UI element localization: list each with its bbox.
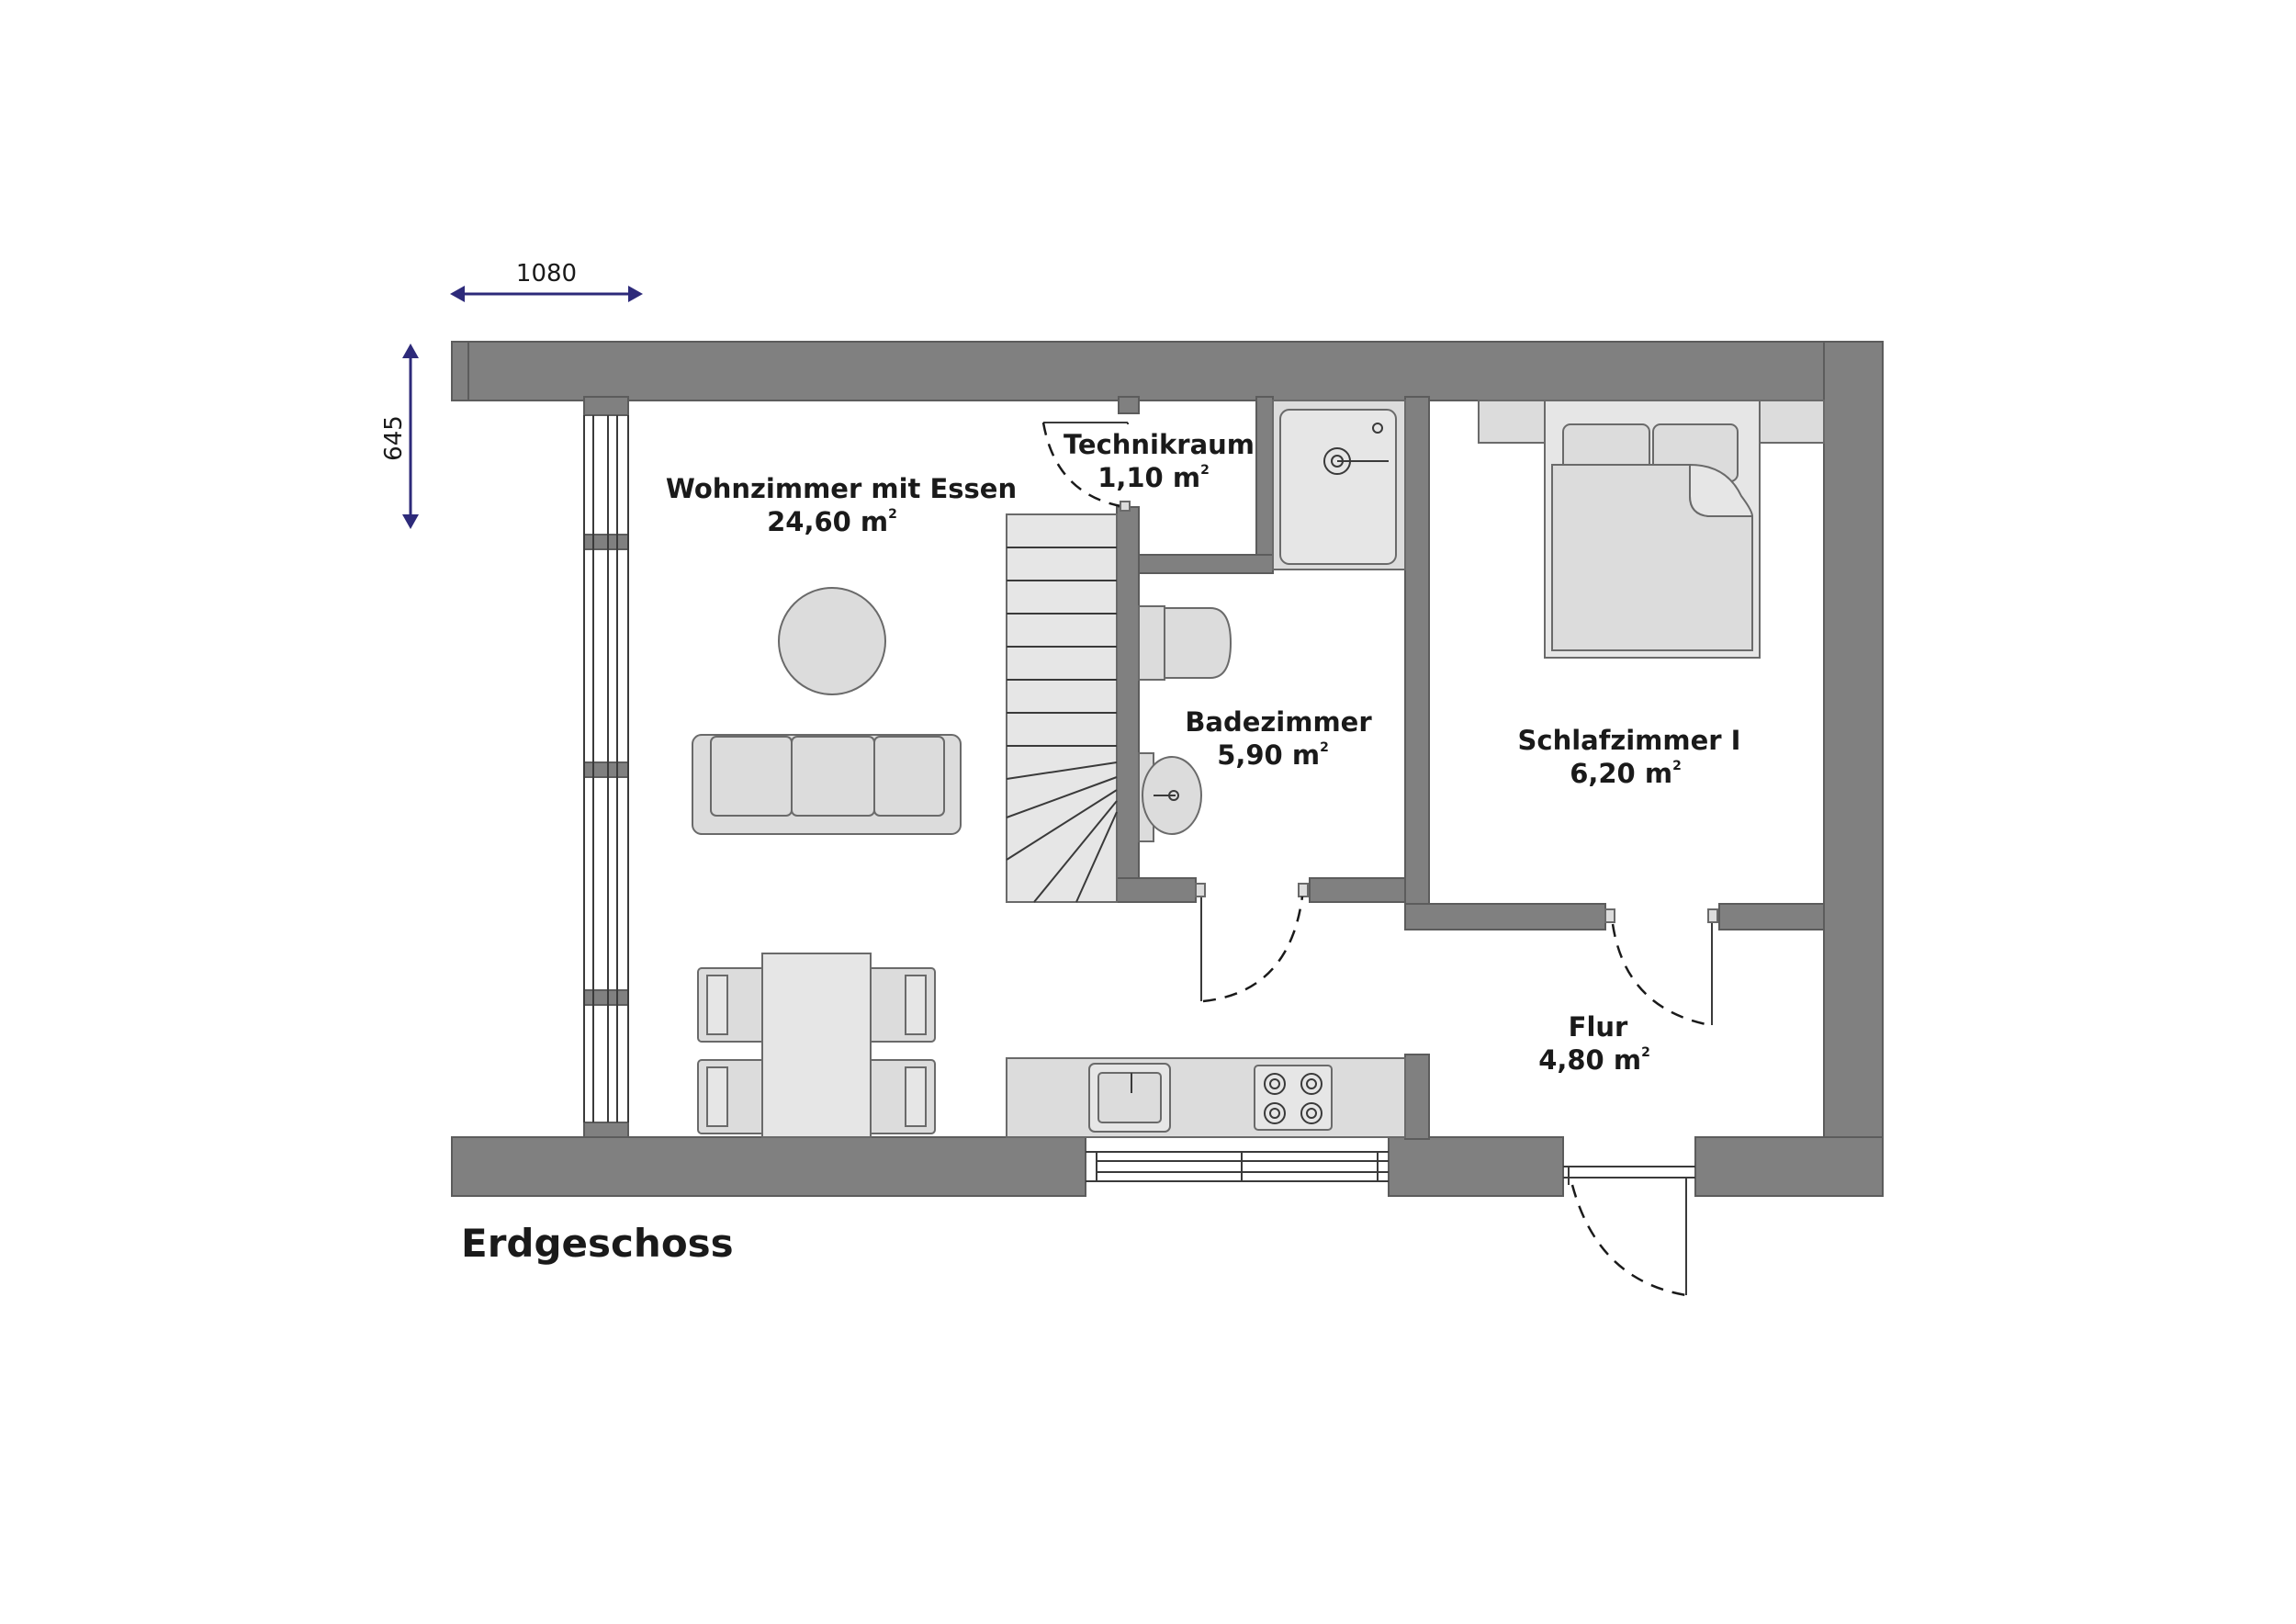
height-dimension-label: 645: [380, 415, 408, 461]
room-name: Badezimmer: [1185, 706, 1372, 738]
room-name: Schlafzimmer I: [1518, 725, 1741, 756]
staircase: [1006, 513, 1118, 903]
room-area-value: 4,80 m: [1538, 1044, 1641, 1076]
room-area-sup: 2: [1200, 463, 1210, 478]
room-area-sup: 2: [1320, 740, 1329, 755]
room-area: 5,90 m2: [1217, 739, 1329, 771]
room-label-badezimmer: Badezimmer 5,90 m2: [1185, 706, 1372, 771]
bottom-window: [1086, 1151, 1389, 1182]
entrance-door: [1563, 1166, 1695, 1297]
width-dimension-label: 1080: [516, 260, 577, 288]
room-area-value: 5,90 m: [1217, 739, 1320, 771]
room-label-flur: Flur 4,80 m2: [1538, 1011, 1650, 1076]
width-dimension: 1080: [450, 260, 643, 302]
room-area: 6,20 m2: [1570, 758, 1682, 789]
bathroom-sink: [1138, 752, 1202, 842]
room-label-schlafzimmer: Schlafzimmer I 6,20 m2: [1518, 725, 1741, 789]
toilet: [1138, 605, 1232, 681]
room-name: Wohnzimmer mit Essen: [666, 473, 1017, 504]
room-name: Technikraum: [1064, 429, 1255, 460]
room-area-value: 1,10 m: [1097, 462, 1200, 493]
room-area-sup: 2: [888, 507, 897, 522]
bedroom-door: [1604, 908, 1718, 1027]
technikraum-door: [1041, 422, 1131, 512]
bathroom-door: [1195, 883, 1309, 1003]
kitchen-counter: [1006, 1057, 1406, 1138]
room-area-sup: 2: [1672, 759, 1682, 773]
height-dimension: 645: [380, 344, 419, 529]
room-label-wohnzimmer: Wohnzimmer mit Essen 24,60 m2: [666, 473, 1017, 537]
room-area: 1,10 m2: [1097, 462, 1210, 493]
room-name: Flur: [1569, 1011, 1628, 1043]
room-area: 4,80 m2: [1538, 1044, 1650, 1076]
room-area-sup: 2: [1641, 1045, 1650, 1060]
coffee-table: [778, 587, 886, 695]
walls: [451, 341, 1884, 1197]
left-window: [583, 415, 629, 1122]
dining-set: [697, 953, 936, 1138]
room-area-value: 6,20 m: [1570, 758, 1672, 789]
technikraum-sink: [1272, 400, 1406, 570]
room-area: 24,60 m2: [767, 506, 897, 537]
room-area-value: 24,60 m: [767, 506, 888, 537]
sofa: [692, 734, 962, 835]
room-label-technikraum: Technikraum 1,10 m2: [1064, 429, 1255, 493]
floor-title: Erdgeschoss: [461, 1221, 734, 1266]
double-bed: [1544, 400, 1761, 659]
